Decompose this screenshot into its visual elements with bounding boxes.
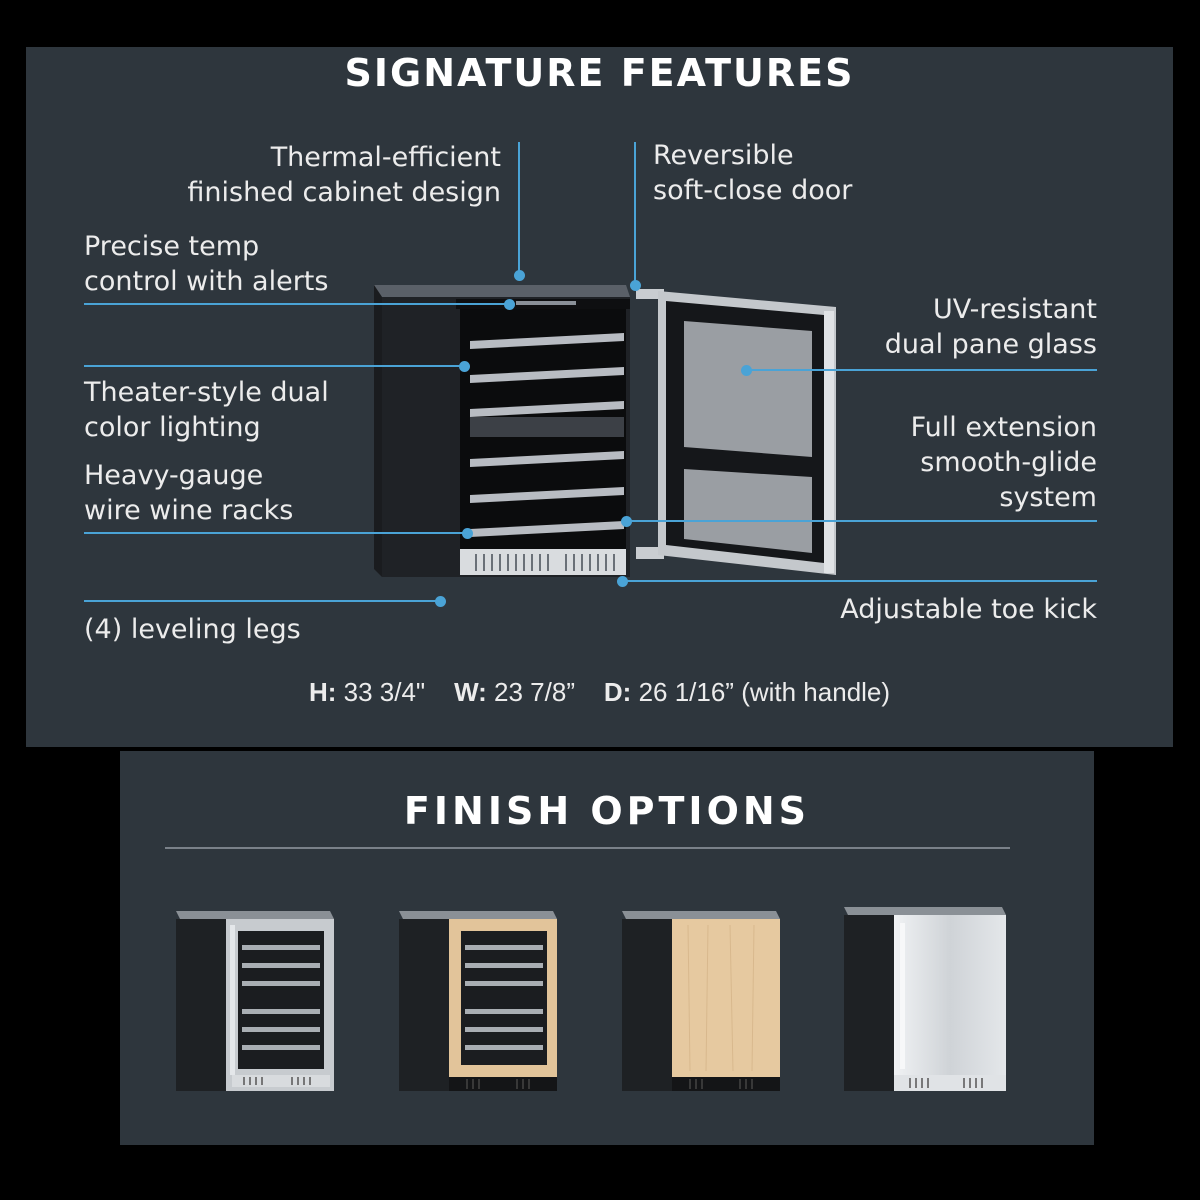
callout-line-theater — [84, 365, 464, 367]
finish-option-stainless-solid-door — [844, 907, 1006, 1091]
callout-dot-uv — [741, 365, 752, 376]
callout-dot-full-extension — [621, 516, 632, 527]
depth-label: D: — [603, 677, 632, 707]
callout-line-uv — [746, 369, 1097, 371]
callout-line-toe-kick — [622, 580, 1097, 582]
callout-line-precise — [84, 303, 509, 305]
finish-option-stainless-glass-door — [176, 911, 334, 1091]
callout-dot-thermal — [514, 270, 525, 281]
height-label: H: — [308, 677, 337, 707]
depth-value: 26 1/16” (with handle) — [638, 677, 891, 707]
feature-leveling-legs-label: (4) leveling legs — [84, 614, 301, 645]
signature-features-title: SIGNATURE FEATURES — [344, 51, 855, 95]
callout-line-heavy-gauge — [84, 532, 467, 534]
callout-dot-theater — [459, 361, 470, 372]
callout-dot-precise — [504, 299, 515, 310]
width-value: 23 7/8” — [494, 677, 575, 707]
finish-options-title: FINISH OPTIONS — [403, 789, 811, 833]
feature-toe-kick-label: Adjustable toe kick — [840, 594, 1097, 625]
wine-fridge-open-illustration — [374, 285, 836, 577]
callout-dot-toe-kick — [617, 576, 628, 587]
callout-dot-reversible — [630, 280, 641, 291]
callout-line-full-extension — [626, 520, 1097, 522]
height-value: 33 3/4" — [343, 677, 426, 707]
finish-option-panel-ready-glass-door — [399, 911, 557, 1091]
callout-dot-heavy-gauge — [462, 528, 473, 539]
finish-option-panel-ready-solid-door — [622, 911, 780, 1091]
finish-options-panel: FINISH OPTIONS — [120, 751, 1094, 1145]
callout-line-reversible — [634, 142, 636, 285]
callout-line-thermal — [518, 142, 520, 275]
finish-options-divider — [165, 847, 1010, 849]
callout-dot-leveling — [435, 596, 446, 607]
signature-features-panel: SIGNATURE FEATURES — [26, 47, 1173, 747]
dimensions-line: H: 33 3/4" W: 23 7/8” D: 26 1/16” (with … — [26, 677, 1173, 708]
callout-line-leveling — [84, 600, 440, 602]
width-label: W: — [454, 677, 487, 707]
